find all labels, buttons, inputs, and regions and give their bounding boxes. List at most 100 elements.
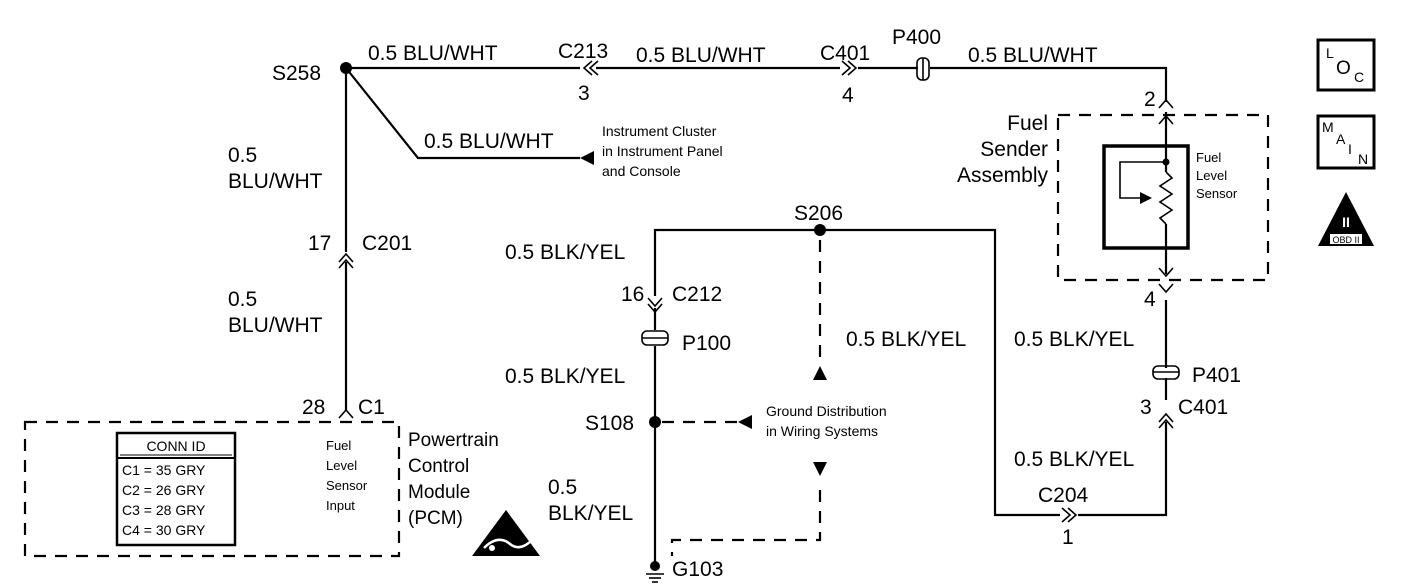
c201-label: C201 bbox=[362, 232, 412, 255]
fuel-sender-assembly bbox=[1056, 98, 1270, 294]
wire-label-left-upper-gauge: 0.5 bbox=[228, 144, 257, 167]
p400-label: P400 bbox=[892, 26, 941, 49]
cluster-label-line-2: in Instrument Panel bbox=[602, 143, 723, 159]
blk-yel-circuit bbox=[641, 224, 1180, 583]
ground-dist-label-line-1: Ground Distribution bbox=[766, 403, 887, 419]
c204-label: C204 bbox=[1038, 484, 1089, 507]
cluster-label-line-1: Instrument Cluster bbox=[602, 123, 717, 139]
pcm-input-label-line-2: Level bbox=[326, 458, 357, 473]
splice-s108-dot bbox=[649, 416, 661, 428]
c401-top-pin-label: 4 bbox=[842, 84, 854, 107]
ground-dist-label-line-2: in Wiring Systems bbox=[766, 423, 878, 439]
splice-s206-label: S206 bbox=[794, 202, 843, 225]
wire-label-left-lower-gauge: 0.5 bbox=[228, 288, 257, 311]
c213-pin-label: 3 bbox=[578, 82, 590, 105]
c401-right-pin-label: 3 bbox=[1140, 396, 1152, 419]
obd-ii-numeral: II bbox=[1342, 214, 1350, 230]
wire-label-blk-mid: 0.5 BLK/YEL bbox=[505, 365, 625, 388]
pcm-label-line-2: Control bbox=[408, 456, 469, 477]
c401-top-connector-icon bbox=[841, 60, 858, 76]
fuel-sender-label-line-1: Fuel bbox=[1007, 112, 1048, 135]
fuel-level-sensor-label-line-1: Fuel bbox=[1196, 150, 1221, 165]
ground-icon bbox=[646, 561, 664, 583]
main-legend-icon bbox=[1316, 114, 1376, 170]
splice-s258-label: S258 bbox=[272, 62, 321, 85]
wire-label-blk-bottom-gauge: 0.5 bbox=[548, 476, 577, 499]
p401-label: P401 bbox=[1192, 364, 1241, 387]
blu-wht-circuit bbox=[338, 57, 1168, 419]
sender-pin-2-connector-icon bbox=[1158, 98, 1174, 109]
fuel-level-sensor-label-line-2: Level bbox=[1196, 168, 1227, 183]
fuel-level-sensor-label-line-3: Sensor bbox=[1196, 186, 1238, 201]
pcm-label-line-4: (PCM) bbox=[408, 508, 463, 529]
pcm-input-label-line-1: Fuel bbox=[326, 438, 351, 453]
c204-connector-icon bbox=[1061, 507, 1078, 523]
wire-label-top-2: 0.5 BLU/WHT bbox=[636, 44, 766, 67]
c401-top-label: C401 bbox=[820, 42, 870, 65]
main-legend-letter-4: N bbox=[1358, 151, 1368, 167]
main-legend-letter-2: A bbox=[1336, 131, 1346, 147]
g103-label: G103 bbox=[672, 558, 723, 581]
loc-legend-letter-2: O bbox=[1336, 58, 1351, 79]
loc-legend-letter-1: L bbox=[1326, 45, 1334, 61]
ground-dist-down-arrow-icon bbox=[813, 462, 827, 476]
wire-label-top-3: 0.5 BLU/WHT bbox=[968, 44, 1098, 67]
c1-connector-icon bbox=[338, 408, 354, 419]
sender-pin-bottom-label: 4 bbox=[1144, 288, 1156, 311]
loc-legend-letter-3: C bbox=[1354, 69, 1364, 85]
conn-id-row: C2 = 26 GRY bbox=[122, 482, 206, 498]
wire-label-blk-right: 0.5 BLK/YEL bbox=[1014, 328, 1134, 351]
ground-dist-left-arrow-icon bbox=[738, 415, 752, 429]
p100-label: P100 bbox=[682, 332, 731, 355]
ground-dist-up-arrow-icon bbox=[813, 366, 827, 380]
main-legend-letter-3: I bbox=[1348, 141, 1352, 157]
legend bbox=[1316, 38, 1376, 246]
fuel-level-sensor-box bbox=[1102, 144, 1190, 250]
wire-label-top-1: 0.5 BLU/WHT bbox=[368, 42, 498, 65]
wire-cluster-feed bbox=[345, 67, 580, 160]
wire-top-segment-4 bbox=[930, 66, 1168, 102]
pcm-input-label-line-4: Input bbox=[326, 498, 355, 513]
wire-blk-main bbox=[653, 228, 1060, 517]
wire-label-blk-right-mid: 0.5 BLK/YEL bbox=[846, 328, 966, 351]
cluster-arrow-icon bbox=[580, 151, 594, 165]
wiper-arrow-icon bbox=[1140, 192, 1152, 204]
conn-id-header: CONN ID bbox=[146, 438, 205, 454]
pcm-boundary bbox=[23, 420, 401, 558]
loc-legend-icon bbox=[1316, 38, 1376, 92]
c201-pin-label: 17 bbox=[308, 232, 331, 255]
sender-pin-top-label: 2 bbox=[1144, 88, 1156, 111]
splice-s108-label: S108 bbox=[585, 412, 634, 435]
fuel-sender-label-line-3: Assembly bbox=[957, 164, 1049, 187]
wire-label-blk-top: 0.5 BLK/YEL bbox=[505, 241, 625, 264]
wire-label-left-lower-color: BLU/WHT bbox=[228, 314, 323, 337]
pcm-module bbox=[23, 420, 540, 558]
sender-pin-4-connector-icon bbox=[1158, 283, 1174, 294]
wire-blk-c204-right bbox=[1078, 422, 1168, 517]
c212-pin-label: 16 bbox=[621, 283, 644, 306]
pcm-label-line-1: Powertrain bbox=[408, 430, 499, 451]
conn-id-row: C3 = 28 GRY bbox=[122, 502, 206, 518]
c213-label: C213 bbox=[558, 40, 608, 63]
c212-connector-icon bbox=[647, 297, 663, 314]
ground-distribution-links bbox=[662, 240, 827, 556]
c212-label: C212 bbox=[672, 283, 722, 306]
c401-right-label: C401 bbox=[1178, 396, 1228, 419]
c213-connector-icon bbox=[582, 60, 599, 76]
cluster-label-line-3: and Console bbox=[602, 163, 681, 179]
main-legend-letter-1: M bbox=[1322, 119, 1334, 135]
wire-label-cluster: 0.5 BLU/WHT bbox=[424, 130, 554, 153]
conn-id-row: C1 = 35 GRY bbox=[122, 462, 206, 478]
c1-pin-label: 28 bbox=[302, 396, 325, 419]
conn-id-row: C4 = 30 GRY bbox=[122, 522, 206, 538]
pcm-input-label-line-3: Sensor bbox=[326, 478, 368, 493]
wire-label-blk-bottom-color: BLK/YEL bbox=[548, 502, 633, 525]
fuel-sender-boundary bbox=[1056, 113, 1270, 282]
esd-sensitive-icon bbox=[472, 510, 540, 556]
obd-ii-caption: OBD II bbox=[1332, 235, 1359, 245]
c1-label: C1 bbox=[358, 396, 385, 419]
obd-ii-icon bbox=[1318, 192, 1374, 246]
splice-s206-dot bbox=[814, 224, 826, 236]
c204-pin-label: 1 bbox=[1062, 526, 1074, 549]
